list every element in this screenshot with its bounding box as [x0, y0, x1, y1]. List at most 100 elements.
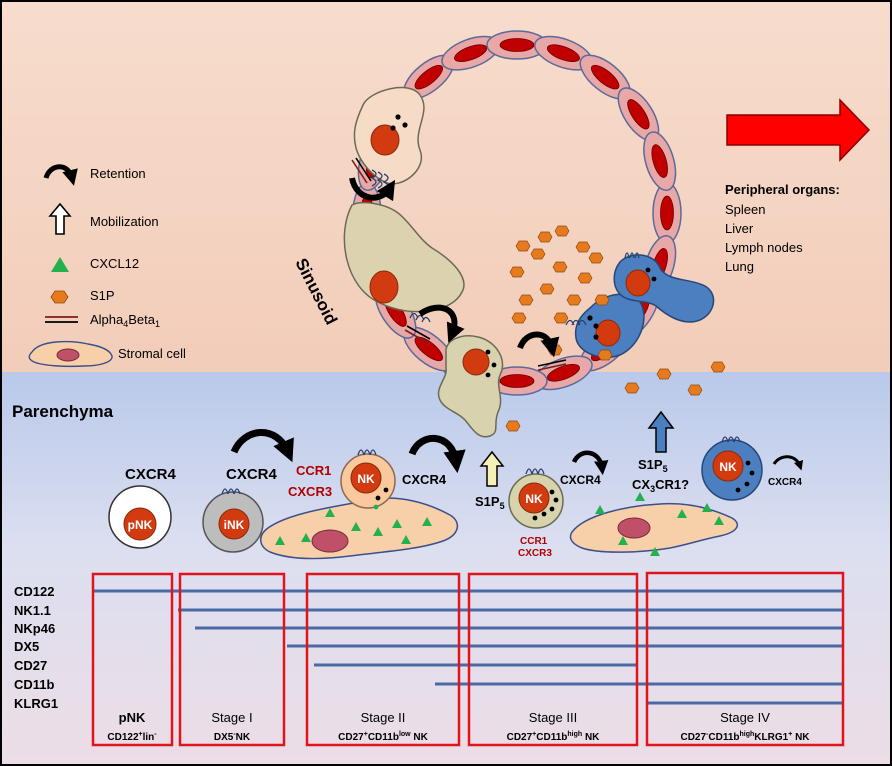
s1p5-label-stage4: S1P5 [638, 457, 668, 474]
stage2-nk-label: NK [357, 472, 375, 486]
cx3cr1-label: CX3CR1? [632, 477, 689, 494]
s1p-hexagon [505, 420, 521, 432]
ink-cell: iNK [202, 488, 264, 553]
stage-phenotype-1: DX5-NK [214, 731, 251, 743]
s1p-hexagon [530, 248, 546, 260]
cxcr4-label-stage2: CXCR4 [402, 472, 447, 487]
stage-phenotype-2: CD27+CD11blow NK [338, 731, 428, 743]
legend-stromal: Stromal cell [118, 346, 186, 361]
stage-box-4 [645, 571, 845, 747]
retention-icon [43, 164, 78, 186]
peripheral-organ-lung: Lung [725, 259, 754, 274]
stage-phenotype-pnk: CD122+lin- [107, 731, 157, 743]
mobilization-icon [48, 202, 72, 235]
cxcl12-triangle [714, 516, 724, 525]
s1p-hexagon [594, 294, 610, 306]
stage3-nk-cell: NK [508, 468, 564, 529]
endothelial-cell [486, 30, 548, 60]
s1p-icon [50, 290, 69, 304]
s1p-hexagon [575, 241, 591, 253]
s1p-hexagon [597, 349, 613, 361]
cxcr3-label-small: CXCR3 [518, 548, 552, 559]
nk-cell-transmigrating [437, 335, 504, 438]
peripheral-organs-title: Peripheral organs: [725, 182, 840, 197]
s1p-hexagon [518, 294, 534, 306]
cxcl12-triangle [351, 522, 361, 531]
mobilization-arrow-stage3 [479, 450, 505, 487]
cxcl12-triangle [635, 492, 645, 501]
legend-s1p: S1P [90, 288, 115, 303]
legend-alpha4beta1: Alpha4Beta1 [90, 312, 160, 329]
cxcl12-triangle [373, 527, 383, 536]
marker-label-cd11b: CD11b [14, 677, 55, 692]
stage-name-1: Stage I [211, 710, 252, 725]
cxcr4-label-stage4: CXCR4 [768, 477, 802, 488]
s1p-hexagon [515, 240, 531, 252]
cxcr4-label-stage3: CXCR4 [560, 473, 601, 487]
s1p-hexagon [656, 368, 672, 380]
stage-boxes [91, 571, 845, 747]
cxcl12-triangles [275, 492, 724, 556]
marker-label-nkp46: NKp46 [14, 621, 55, 636]
retention-arrow-ink [230, 429, 294, 463]
peripheral-organ-liver: Liver [725, 221, 754, 236]
stage-name-3: Stage III [529, 710, 577, 725]
s1p-hexagon [588, 252, 604, 264]
cxcr3-label: CXCR3 [288, 484, 332, 499]
cxcl12-triangle [325, 508, 335, 517]
stage-name-2: Stage II [361, 710, 406, 725]
stage-phenotype-4: CD27-CD11bhighKLRG1+ NK [680, 731, 810, 743]
s1p-hexagon [553, 312, 569, 324]
stage4-nk-cell: NK [701, 436, 763, 501]
marker-label-klrg1: KLRG1 [14, 696, 58, 711]
legend-mobilization: Mobilization [90, 214, 159, 229]
stromal-cell-icon-nucleus [56, 348, 80, 362]
retention-arrow-stage2 [408, 435, 466, 474]
stage3-nk-label: NK [525, 492, 543, 506]
peripheral-organ-lymph-nodes: Lymph nodes [725, 240, 803, 255]
s1p-hexagon [710, 361, 726, 373]
ccr1-label: CCR1 [296, 463, 331, 478]
ccr1-label-small: CCR1 [520, 536, 548, 547]
s1p-hexagon [552, 261, 568, 273]
pnk-cell: pNK [108, 485, 172, 549]
retention-arrow-stage3 [571, 450, 609, 476]
cxcl12-triangle [422, 517, 432, 526]
parenchyma-label: Parenchyma [12, 402, 114, 421]
s1p-hexagon [539, 283, 555, 295]
s1p-hexagons [505, 225, 726, 432]
peripheral-organ-spleen: Spleen [725, 202, 765, 217]
stage-box-2 [305, 572, 461, 747]
stage-phenotype-3: CD27+CD11bhigh NK [507, 731, 601, 743]
stromal-cell-parenchyma-right [569, 502, 739, 553]
s1p-hexagon [511, 312, 527, 324]
exit-arrow [726, 98, 871, 162]
legend-cxcl12: CXCL12 [90, 256, 139, 271]
retention-arrow-right [517, 331, 560, 358]
cxcl12-triangle [275, 536, 285, 545]
cxcl12-triangle [401, 535, 411, 544]
marker-label-dx5: DX5 [14, 639, 39, 654]
retention-arrow-stage4 [772, 455, 804, 471]
stage-box-pnk [91, 572, 174, 747]
s1p-hexagon [577, 272, 593, 284]
mobilization-arrow-stage4 [647, 410, 675, 453]
endothelial-cell [534, 355, 593, 391]
cxcl12-triangle [392, 519, 402, 528]
ink-cell-label: iNK [224, 518, 245, 532]
s1p5-label-stage3: S1P5 [475, 494, 505, 511]
alpha4beta1-bars [351, 157, 567, 371]
legend-retention: Retention [90, 166, 146, 181]
cxcl12-triangle [650, 547, 660, 556]
retention-arrow-top [349, 177, 396, 202]
marker-label-cd27: CD27 [14, 658, 47, 673]
nk-cell-sinusoid-top [353, 86, 425, 185]
parenchyma-background [2, 372, 890, 764]
mature-nk-cells-sinusoid [574, 252, 715, 359]
cxcl12-triangle [618, 536, 628, 545]
stage-name-4: Stage IV [720, 710, 770, 725]
marker-label-cd122: CD122 [14, 584, 54, 599]
